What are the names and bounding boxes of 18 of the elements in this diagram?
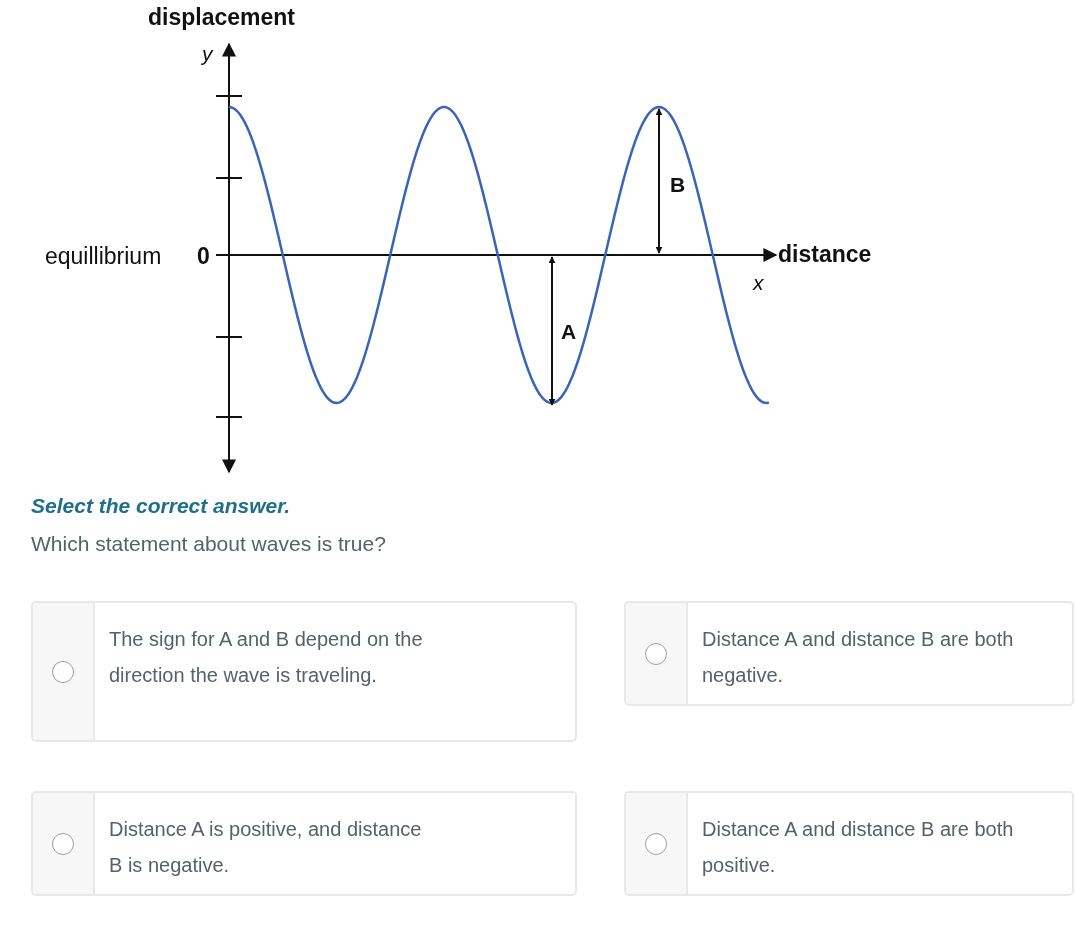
axis-title: distance <box>778 243 872 266</box>
option-text: The sign for A and B depend on the direction the wave is traveling. <box>109 627 424 688</box>
option-text: Distance A is positive, and distance B is negative. <box>109 817 423 878</box>
answer-option-card <box>624 791 1074 896</box>
option-text: Distance A and distance B are both negative. <box>702 627 1015 688</box>
question-text: Which statement about waves is true? <box>31 533 386 554</box>
answer-option-card <box>31 791 577 896</box>
dimension-label: B <box>670 174 686 195</box>
axis-label: y <box>202 43 213 64</box>
axis-title: displacement <box>148 6 295 29</box>
axis-label: x <box>753 272 764 293</box>
dimension-label: A <box>561 321 577 342</box>
instruction-text: Select the correct answer. <box>31 495 291 516</box>
option-text: Distance A and distance B are both positive. <box>702 817 1015 878</box>
answer-option-card <box>31 601 577 742</box>
tick-label: 0 <box>197 245 210 268</box>
answer-option-card <box>624 601 1074 706</box>
axis-label: equillibrium <box>45 245 162 268</box>
